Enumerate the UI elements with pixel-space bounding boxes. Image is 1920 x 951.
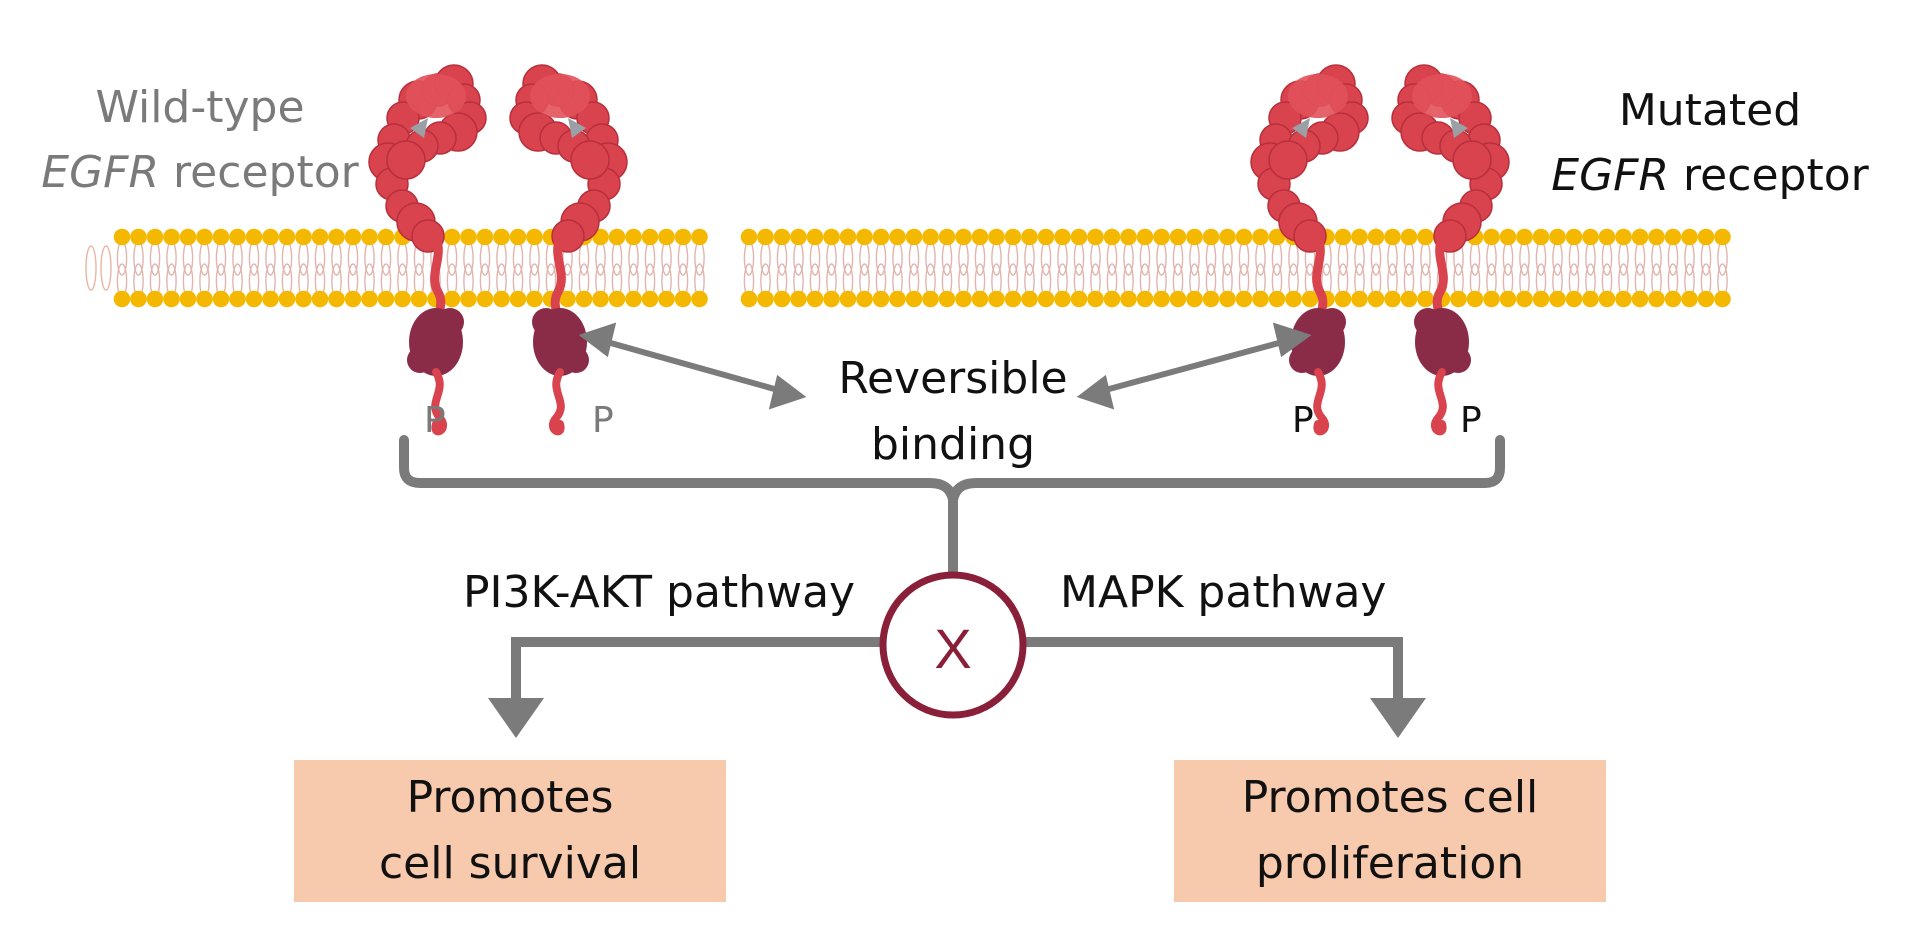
pi3k-akt-pathway-arrow: [488, 637, 880, 738]
mapk-pathway-arrow: [1026, 637, 1426, 738]
reversible-binding-arrow-left: [578, 322, 807, 410]
cell-membrane: [85, 228, 1731, 308]
cell-proliferation-box: Promotes cell proliferation: [1174, 760, 1606, 902]
cell-survival-line2: cell survival: [378, 838, 642, 889]
wild-type-line1: Wild-type: [95, 82, 305, 133]
phospho-p-label: P: [592, 400, 614, 441]
block-x-mark: X: [934, 617, 971, 680]
mutated-gene-name: EGFR: [1551, 149, 1670, 201]
phospho-p-label: P: [1460, 400, 1482, 441]
mutated-line1: Mutated: [1618, 85, 1802, 136]
mutated-egfr-receptor: [1250, 64, 1510, 436]
wild-type-label: Wild-type EGFR receptor: [41, 82, 359, 199]
mutated-line2: EGFR receptor: [1551, 149, 1869, 202]
reversible-binding-line2: binding: [870, 419, 1035, 470]
phospho-p-label: P: [1292, 400, 1314, 441]
pathway-block-circle: [879, 571, 1027, 719]
signal-bracket: [399, 435, 1505, 583]
cell-proliferation-line2: proliferation: [1255, 838, 1525, 889]
wild-type-egfr-receptor: [368, 64, 628, 436]
reversible-binding-label: Reversible binding: [838, 346, 1067, 478]
mutated-receptor-word: receptor: [1669, 149, 1869, 201]
cell-proliferation-line1: Promotes cell: [1241, 772, 1539, 823]
lipid-tails: [85, 240, 1728, 299]
pi3k-akt-pathway-label: PI3K-AKT pathway: [463, 567, 856, 618]
reversible-binding-line1: Reversible: [838, 353, 1068, 404]
mapk-pathway-label: MAPK pathway: [1060, 567, 1387, 618]
phospho-p-label: P: [424, 400, 446, 441]
wild-type-gene-name: EGFR: [41, 146, 160, 198]
cell-survival-line1: Promotes: [406, 772, 614, 823]
lipid-heads: [113, 228, 1731, 308]
cell-survival-box: Promotes cell survival: [294, 760, 726, 902]
mutated-label: Mutated EGFR receptor: [1551, 85, 1869, 202]
wild-type-line2: EGFR receptor: [41, 146, 359, 199]
wild-type-receptor-word: receptor: [159, 146, 359, 198]
reversible-binding-arrow-right: [1076, 322, 1312, 410]
